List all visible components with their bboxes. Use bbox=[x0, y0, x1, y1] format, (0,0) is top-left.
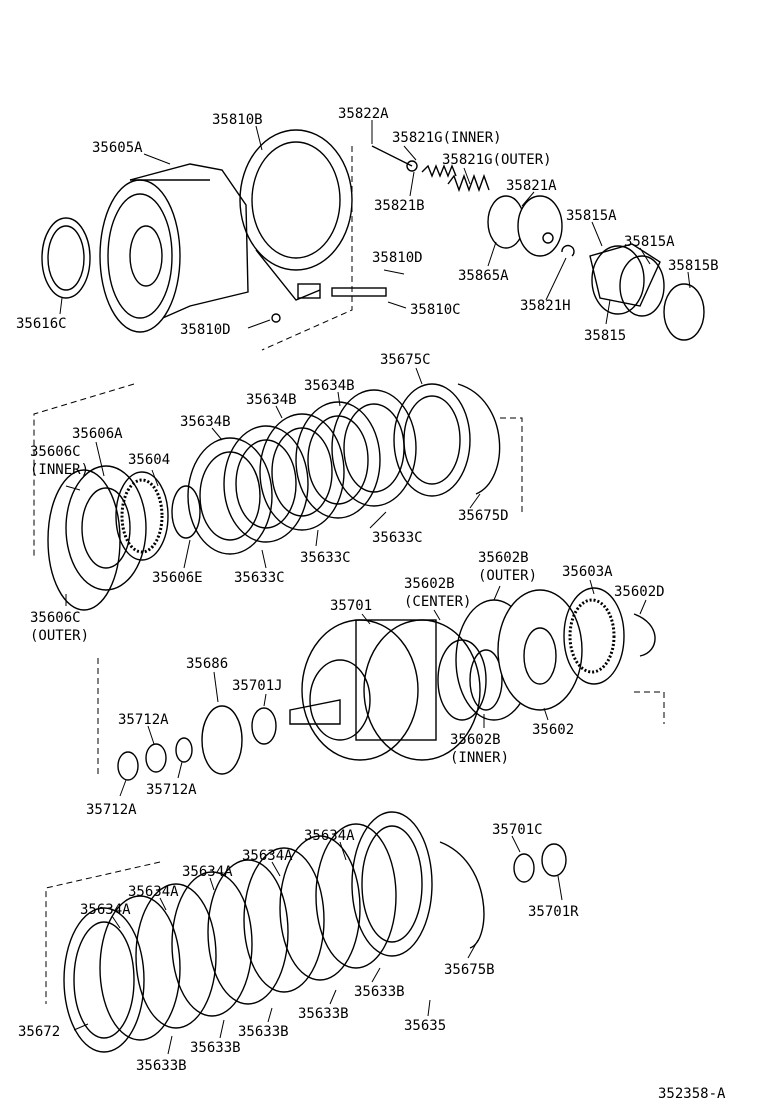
part-label-35635: 35635 bbox=[404, 1018, 446, 1034]
part-label-35634A-2: 35634A bbox=[242, 848, 293, 864]
clutch-pack-c-group bbox=[47, 383, 501, 611]
part-label-35810B: 35810B bbox=[212, 112, 263, 128]
part-label-35606E: 35606E bbox=[152, 570, 203, 586]
part-label-35815: 35815 bbox=[584, 328, 626, 344]
part-label-35606A: 35606A bbox=[72, 426, 123, 442]
part-label-35815A-2: 35815A bbox=[624, 234, 675, 250]
part-label-35633B-1: 35633B bbox=[354, 984, 405, 1000]
group-boundaries bbox=[33, 146, 665, 1004]
figure-id: 352358-A bbox=[658, 1086, 726, 1102]
part-label-35712A-1: 35712A bbox=[118, 712, 169, 728]
part-label-35821G-outer: 35821G(OUTER) bbox=[442, 152, 552, 168]
part-label-35675D: 35675D bbox=[458, 508, 509, 524]
part-label-35672: 35672 bbox=[18, 1024, 60, 1040]
part-label-35606C-outer-note: (OUTER) bbox=[30, 628, 89, 644]
part-label-35602: 35602 bbox=[532, 722, 574, 738]
part-label-35675C: 35675C bbox=[380, 352, 431, 368]
part-label-35633C-3: 35633C bbox=[234, 570, 285, 586]
part-label-35686: 35686 bbox=[186, 656, 228, 672]
part-label-35634A-4: 35634A bbox=[128, 884, 179, 900]
part-label-35634B-3: 35634B bbox=[180, 414, 231, 430]
part-label-35810C: 35810C bbox=[410, 302, 461, 318]
part-label-35815A-1: 35815A bbox=[566, 208, 617, 224]
part-label-35633B-3: 35633B bbox=[238, 1024, 289, 1040]
part-label-35815B: 35815B bbox=[668, 258, 719, 274]
part-label-35605A: 35605A bbox=[92, 140, 143, 156]
part-label-35822A: 35822A bbox=[338, 106, 389, 122]
part-label-35821G-inner: 35821G(INNER) bbox=[392, 130, 502, 146]
part-label-35634B-2: 35634B bbox=[246, 392, 297, 408]
part-label-35634A-1: 35634A bbox=[304, 828, 355, 844]
brake-drum-group bbox=[41, 129, 353, 333]
part-label-35810D-1: 35810D bbox=[372, 250, 423, 266]
part-label-35712A-3: 35712A bbox=[86, 802, 137, 818]
part-label-35602B-inner-note: (INNER) bbox=[450, 750, 509, 766]
part-label-35604: 35604 bbox=[128, 452, 170, 468]
part-label-35821B: 35821B bbox=[374, 198, 425, 214]
part-label-35633B-5: 35633B bbox=[136, 1058, 187, 1074]
part-label-35602B-center-code: 35602B bbox=[404, 576, 455, 592]
part-label-35634A-5: 35634A bbox=[80, 902, 131, 918]
part-label-35634B-1: 35634B bbox=[304, 378, 355, 394]
part-label-35602D: 35602D bbox=[614, 584, 665, 600]
clutch-drum-group bbox=[117, 587, 656, 781]
servo-piston-group bbox=[331, 145, 705, 341]
part-label-35701: 35701 bbox=[330, 598, 372, 614]
part-label-35606C-inner-code: 35606C bbox=[30, 444, 81, 460]
part-label-35602B-inner-code: 35602B bbox=[450, 732, 501, 748]
part-label-35821H: 35821H bbox=[520, 298, 571, 314]
part-label-35712A-2: 35712A bbox=[146, 782, 197, 798]
part-label-35602B-center-note: (CENTER) bbox=[404, 594, 471, 610]
part-label-35633C-1: 35633C bbox=[372, 530, 423, 546]
part-label-35675B: 35675B bbox=[444, 962, 495, 978]
part-label-35865A: 35865A bbox=[458, 268, 509, 284]
part-label-35633C-2: 35633C bbox=[300, 550, 351, 566]
part-label-35821A: 35821A bbox=[506, 178, 557, 194]
part-label-35701R: 35701R bbox=[528, 904, 579, 920]
part-label-35616C: 35616C bbox=[16, 316, 67, 332]
part-labels: 35605A 35810B 35822A 35821G(INNER) 35821… bbox=[16, 106, 719, 1074]
part-label-35602B-outer-note: (OUTER) bbox=[478, 568, 537, 584]
part-label-35633B-4: 35633B bbox=[190, 1040, 241, 1056]
part-label-35810D-2: 35810D bbox=[180, 322, 231, 338]
part-label-35633B-2: 35633B bbox=[298, 1006, 349, 1022]
part-label-35701J: 35701J bbox=[232, 678, 283, 694]
part-label-35701C: 35701C bbox=[492, 822, 543, 838]
part-label-35606C-outer-code: 35606C bbox=[30, 610, 81, 626]
part-label-35634A-3: 35634A bbox=[182, 864, 233, 880]
leader-lines bbox=[59, 120, 691, 1055]
part-label-35603A: 35603A bbox=[562, 564, 613, 580]
part-label-35602B-outer-code: 35602B bbox=[478, 550, 529, 566]
part-label-35606C-inner-note: (INNER) bbox=[30, 462, 89, 478]
